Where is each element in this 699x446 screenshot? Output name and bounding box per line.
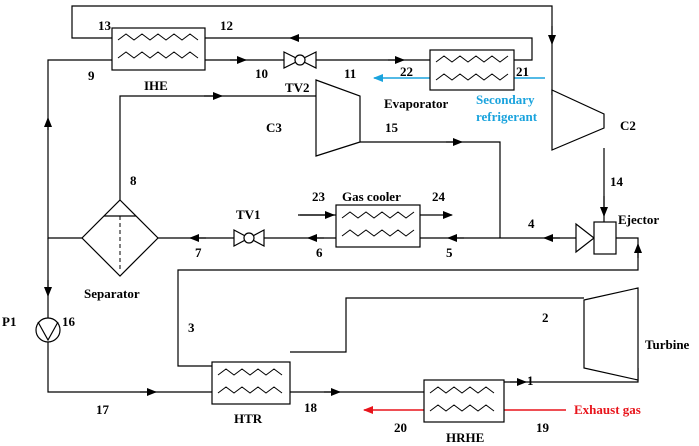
stream-3: 3 [188,320,195,335]
stream-12: 12 [220,18,233,33]
stream-15: 15 [385,120,399,135]
pipe-12 [205,37,533,61]
pipe-2 [290,297,584,353]
label-secondary-2: refrigerant [476,109,538,124]
stream-24: 24 [432,189,446,204]
stream-22: 22 [400,64,413,79]
external-labels: Secondary refrigerant Exhaust gas [476,92,641,417]
p1-pump [35,317,61,343]
separator [81,199,159,277]
stream-9: 9 [88,68,95,83]
turbine [583,287,639,381]
stream-21: 21 [516,64,529,79]
stream-5: 5 [446,245,453,260]
stream-1: 1 [527,373,534,388]
c2-compressor [551,89,605,151]
tv1-valve [233,229,265,247]
label-hrhe: HRHE [446,430,484,445]
label-htr: HTR [234,411,263,426]
ihe-exchanger [111,27,206,71]
pipe-9 [47,59,112,239]
label-p1: P1 [2,314,16,329]
stream-10: 10 [255,66,268,81]
pipe-17 [47,342,212,393]
tv2-valve [283,51,317,69]
pipe-3 [177,237,639,367]
label-ejector: Ejector [618,212,659,227]
label-tv1: TV1 [236,207,261,222]
label-ihe: IHE [144,78,168,93]
stream-11: 11 [344,66,356,81]
gas-cooler-exchanger [335,204,421,248]
label-evaporator: Evaporator [384,96,449,111]
label-separator: Separator [84,286,140,301]
stream-23: 23 [312,189,326,204]
stream-2: 2 [542,310,549,325]
label-c3: C3 [266,120,282,135]
c3-compressor [315,79,361,157]
stream-14: 14 [610,174,624,189]
stream-17: 17 [96,402,110,417]
label-gas-cooler: Gas cooler [342,189,401,204]
stream-20: 20 [394,420,407,435]
label-c2: C2 [620,118,636,133]
stream-16: 16 [62,314,76,329]
pipe-15 [360,141,501,238]
stream-7: 7 [195,245,202,260]
label-exhaust-gas: Exhaust gas [574,402,641,417]
ejector [575,221,617,255]
stream-numbers: 1 2 3 4 5 6 7 8 9 10 11 12 13 14 15 16 1… [62,18,624,435]
label-tv2: TV2 [285,80,310,95]
stream-8: 8 [130,173,137,188]
stream-13: 13 [98,18,112,33]
label-turbine: Turbine [645,337,690,352]
stream-6: 6 [316,245,323,260]
htr-exchanger [211,361,291,405]
stream-19: 19 [536,420,550,435]
component-labels: IHE TV2 Evaporator C3 C2 Gas cooler TV1 … [2,78,690,445]
evaporator-exchanger [429,49,515,91]
label-secondary-1: Secondary [476,92,535,107]
hrhe-exchanger [423,379,505,423]
stream-4: 4 [528,216,535,231]
pipe-8 [119,95,226,200]
stream-18: 18 [304,400,318,415]
